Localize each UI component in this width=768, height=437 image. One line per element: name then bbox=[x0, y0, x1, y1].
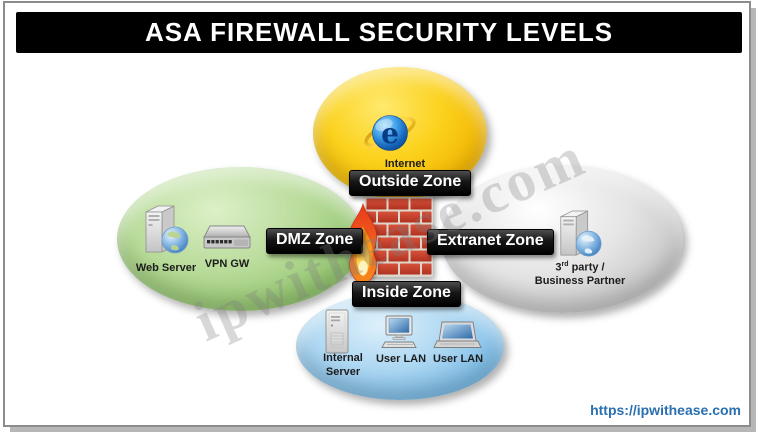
internal-server-label-line1: Internal bbox=[323, 352, 363, 364]
vpn-gateway-icon bbox=[201, 221, 253, 262]
internal-server-icon bbox=[324, 309, 350, 360]
inside-zone-label: Inside Zone bbox=[352, 281, 461, 307]
internet-explorer-icon: e bbox=[363, 104, 417, 165]
partner-label-line2: Business Partner bbox=[534, 275, 626, 287]
desktop-computer-icon bbox=[381, 314, 419, 357]
title-bar: ASA FIREWALL SECURITY LEVELS bbox=[16, 12, 742, 53]
web-server-label: Web Server bbox=[135, 262, 197, 274]
laptop-icon bbox=[432, 320, 482, 359]
internet-label: Internet bbox=[384, 158, 426, 170]
svg-text:e: e bbox=[381, 117, 399, 150]
extranet-zone-label: Extranet Zone bbox=[427, 229, 554, 255]
page-title: ASA FIREWALL SECURITY LEVELS bbox=[144, 17, 614, 47]
partner-server-icon bbox=[556, 206, 604, 267]
partner-label-line1: 3rd party / bbox=[555, 261, 605, 274]
web-server-icon bbox=[141, 202, 191, 263]
footer-link[interactable]: https://ipwithease.com bbox=[590, 402, 741, 418]
diagram-frame: ASA FIREWALL SECURITY LEVELS Out bbox=[3, 1, 751, 427]
vpn-gateway-label: VPN GW bbox=[204, 258, 250, 270]
dmz-zone-label: DMZ Zone bbox=[266, 228, 364, 254]
user-lan-laptop-label: User LAN bbox=[432, 353, 484, 365]
firewall-brick-wall-icon bbox=[365, 197, 433, 277]
outside-zone-label: Outside Zone bbox=[349, 170, 472, 196]
user-lan-desktop-label: User LAN bbox=[375, 353, 427, 365]
internal-server-label-line2: Server bbox=[325, 366, 361, 378]
